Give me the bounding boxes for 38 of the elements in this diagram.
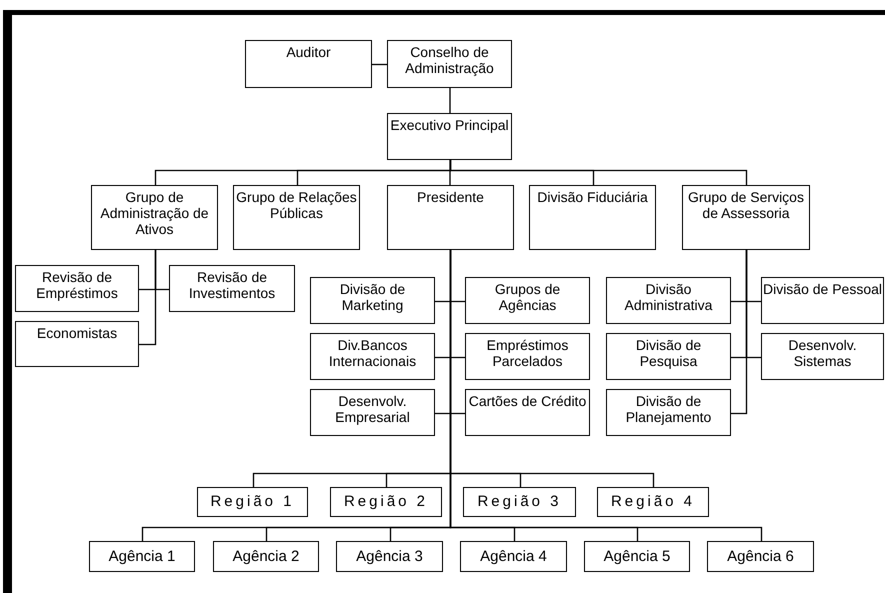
org-box: Grupo de Serviços de Assessoria <box>682 185 810 250</box>
org-box: Cartões de Crédito <box>465 389 590 436</box>
org-box: Agência 6 <box>707 541 814 572</box>
org-box: Auditor <box>245 40 372 88</box>
org-box: Região 2 <box>330 487 442 517</box>
org-box: Empréstimos Parcelados <box>465 333 590 380</box>
org-box: Div.Bancos Internacionais <box>310 333 435 380</box>
org-box: Divisão Fiduciária <box>529 185 656 250</box>
org-box: Revisão de Empréstimos <box>15 265 139 312</box>
org-box: Divisão Administrativa <box>606 277 731 324</box>
org-box: Agência 3 <box>336 541 443 572</box>
org-box: Grupo de Administração de Ativos <box>91 185 218 250</box>
org-box: Revisão de Investimentos <box>169 265 295 312</box>
connector-line <box>139 250 156 346</box>
org-box: Região 3 <box>463 487 576 517</box>
org-box: Desenvolv. Empresarial <box>310 389 435 436</box>
org-box: Região 4 <box>597 487 709 517</box>
connector-line <box>449 160 451 185</box>
org-box: Agência 2 <box>213 541 319 572</box>
org-box: Divisão de Pesquisa <box>606 333 731 380</box>
org-box: Grupos de Agências <box>465 277 590 324</box>
org-box: Agência 1 <box>89 541 195 572</box>
org-box: Presidente <box>387 185 514 250</box>
org-box: Executivo Principal <box>387 113 512 160</box>
org-box: Região 1 <box>197 487 308 517</box>
org-box: Desenvolv. Sistemas <box>761 333 884 380</box>
org-box: Conselho de Administração <box>387 40 512 88</box>
org-box: Divisão de Planejamento <box>606 389 731 436</box>
org-box: Economistas <box>15 321 139 367</box>
org-box: Divisão de Pessoal <box>761 277 884 324</box>
org-box: Agência 5 <box>584 541 690 572</box>
connector-line <box>372 64 387 66</box>
org-box: Divisão de Marketing <box>310 277 435 324</box>
org-box: Agência 4 <box>460 541 567 572</box>
connector-line <box>449 88 451 113</box>
connector-line <box>731 250 748 414</box>
org-box: Grupo de Relações Públicas <box>233 185 360 250</box>
connector-line <box>450 160 748 185</box>
